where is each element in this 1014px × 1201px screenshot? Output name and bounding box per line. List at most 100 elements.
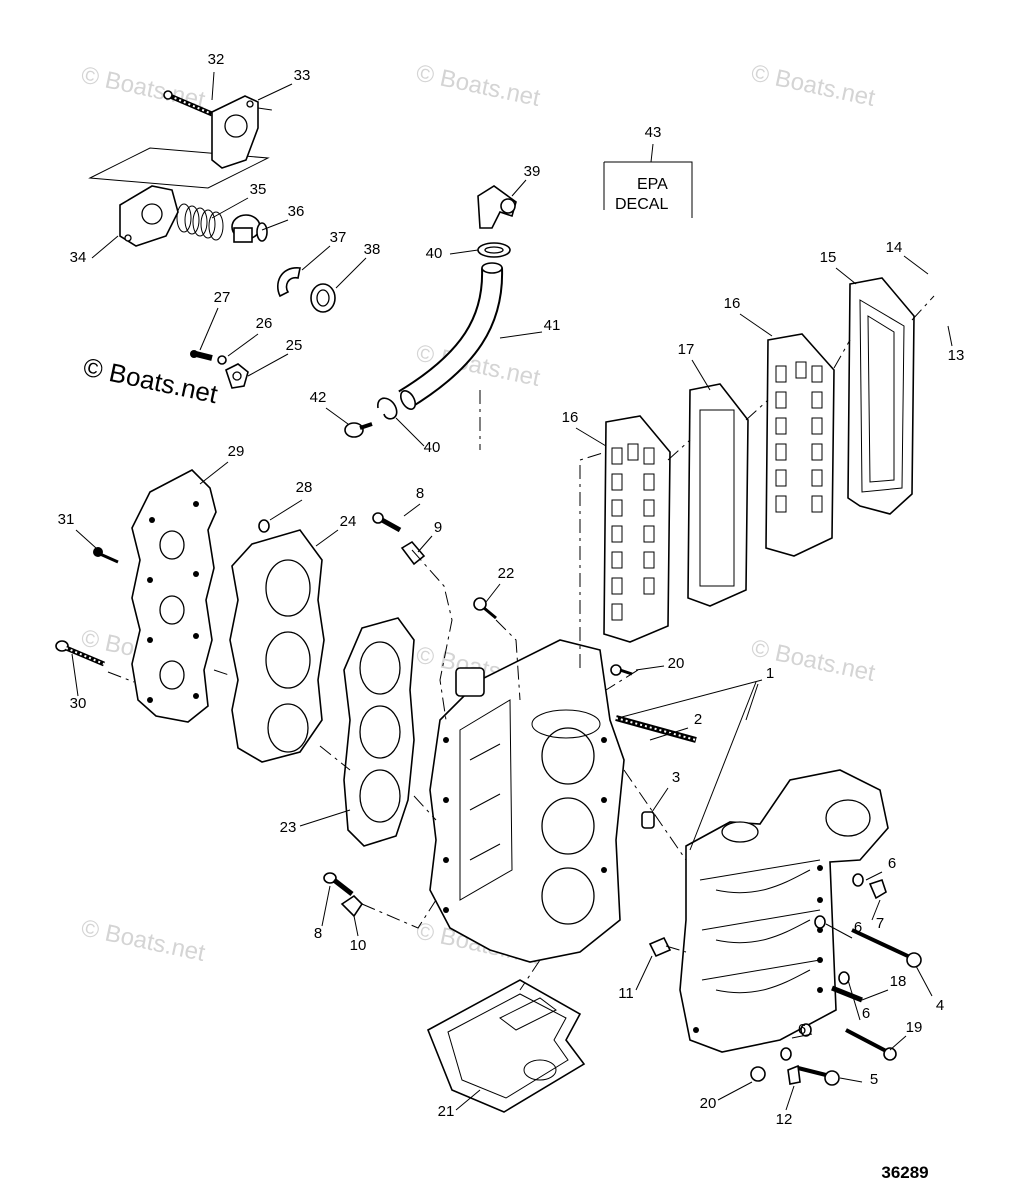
bolt-30: [55, 640, 105, 667]
callout-39: 39: [524, 163, 541, 180]
callout-19: 19: [906, 1019, 923, 1036]
callout-20: 20: [668, 655, 685, 672]
callout-40: 40: [426, 245, 443, 262]
watermark: © Boats.net: [749, 59, 878, 112]
callout-17: 17: [678, 341, 695, 358]
leader-line-13: [947, 325, 953, 347]
leader-line-5: [839, 1077, 863, 1083]
leader-line-9: [417, 535, 433, 553]
callout-14: 14: [886, 239, 903, 256]
callout-1: 1: [766, 665, 774, 682]
callout-25: 25: [286, 337, 303, 354]
callout-33: 33: [294, 67, 311, 84]
callout-20: 20: [700, 1095, 717, 1112]
leader-line-24: [315, 529, 339, 547]
leader-line-12: [785, 1085, 795, 1111]
leader-line-22: [485, 583, 501, 603]
callout-16: 16: [724, 295, 741, 312]
callout-27: 27: [214, 289, 231, 306]
callout-41: 41: [544, 317, 561, 334]
leader-line-16: [739, 313, 773, 337]
decal-line-2: DECAL: [615, 196, 668, 213]
callout-24: 24: [340, 513, 357, 530]
callout-5: 5: [870, 1071, 878, 1088]
screw-27: [190, 350, 213, 361]
leader-line-39: [511, 179, 527, 197]
leader-line-1: [745, 683, 759, 721]
screw-20: [610, 664, 633, 676]
leader-line-20: [635, 665, 665, 671]
leader-line-40: [395, 417, 425, 447]
callout-10: 10: [350, 937, 367, 954]
leader-line-23: [299, 809, 351, 827]
leader-line-20: [717, 1081, 753, 1101]
callout-8: 8: [416, 485, 424, 502]
callout-34: 34: [70, 249, 87, 266]
washer-6: [852, 873, 864, 887]
spring-35: [176, 203, 224, 241]
callout-9: 9: [434, 519, 442, 536]
leader-line-17: [691, 359, 711, 391]
hose-group: [344, 185, 517, 438]
leader-line-4: [915, 965, 933, 997]
callout-32: 32: [208, 51, 225, 68]
leader-line-18: [861, 989, 889, 1001]
callout-36: 36: [288, 203, 305, 220]
drawing-number: 36289: [881, 1163, 928, 1182]
crankcase: [679, 769, 889, 1053]
leader-lines: [71, 71, 953, 1111]
leader-line-37: [301, 245, 331, 271]
stud-2: [615, 715, 697, 743]
callout-16: 16: [562, 409, 579, 426]
leader-line-1: [689, 681, 757, 851]
callout-43: 43: [645, 124, 662, 141]
leader-line-11: [635, 955, 653, 991]
gasket-16: [765, 333, 835, 557]
leader-line-1: [617, 679, 763, 719]
leader-line-14: [903, 255, 929, 275]
elbow-39: [477, 185, 517, 229]
callout-12: 12: [776, 1111, 793, 1128]
callout-31: 31: [58, 511, 75, 528]
leader-line-6: [791, 1033, 813, 1039]
decal-line-1: EPA: [637, 176, 668, 193]
transfer-cover-15: [847, 277, 915, 515]
plug-28: [258, 519, 270, 533]
leader-line-28: [269, 499, 303, 521]
leader-line-19: [889, 1035, 907, 1051]
leader-line-29: [199, 461, 229, 485]
leader-line-3: [651, 787, 669, 813]
leader-line-25: [247, 353, 289, 377]
bolt-8-top: [372, 512, 402, 533]
leader-line-30: [71, 653, 79, 697]
bottom-gasket-21: [426, 979, 586, 1113]
callout-42: 42: [310, 389, 327, 406]
leader-line-42: [325, 407, 349, 425]
callout-layer: 3233353634373827262539404142401617161514…: [58, 51, 965, 1128]
screw-12: [787, 1064, 801, 1085]
callout-23: 23: [280, 819, 297, 836]
clamp-40: [377, 397, 398, 420]
callout-7: 7: [876, 915, 884, 932]
sleeve-10: [340, 894, 364, 918]
bolt-19: [845, 1028, 889, 1054]
callout-40: 40: [424, 439, 441, 456]
callout-30: 30: [70, 695, 87, 712]
callout-15: 15: [820, 249, 837, 266]
leader-line-6: [825, 923, 853, 939]
callout-6: 6: [854, 919, 862, 936]
washer-26: [217, 355, 227, 365]
leader-line-8: [403, 503, 421, 517]
callout-13: 13: [948, 347, 965, 364]
watermark: © Boats.net: [414, 59, 543, 112]
bolt-5: [797, 1066, 831, 1078]
callout-21: 21: [438, 1103, 455, 1120]
callout-6: 6: [888, 855, 896, 872]
leader-line-7: [871, 899, 881, 921]
callout-22: 22: [498, 565, 515, 582]
leader-line-36: [261, 219, 289, 231]
callout-18: 18: [890, 973, 907, 990]
bolt-32: [163, 90, 213, 117]
